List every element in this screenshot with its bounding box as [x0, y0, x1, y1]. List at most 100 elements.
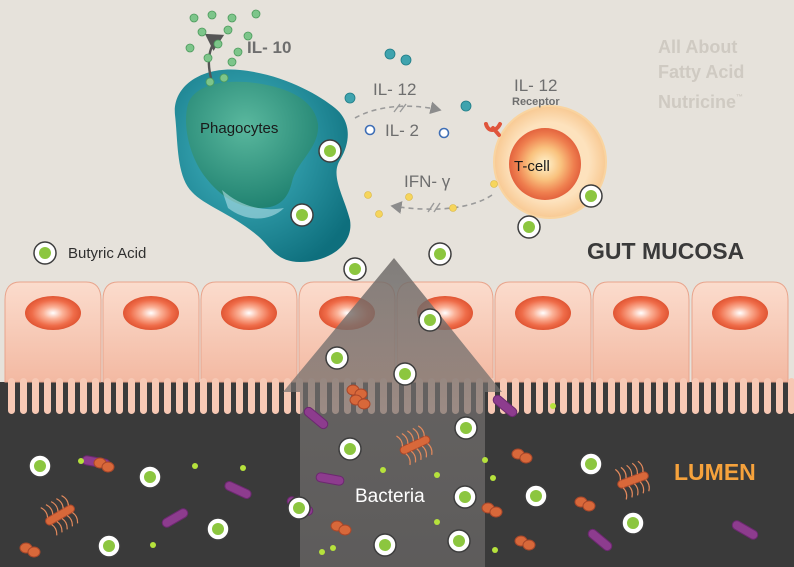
gut-mucosa-label: GUT MUCOSA [587, 238, 745, 264]
small-green-dots [78, 403, 556, 555]
epithelial-nucleus [221, 296, 277, 330]
il12-dot [460, 100, 472, 112]
watermark-line2: Fatty Acid [658, 62, 745, 82]
butyrate-particle [78, 458, 84, 464]
il12-receptor-title: IL- 12 [514, 76, 558, 95]
butyrate-particle [482, 457, 488, 463]
butyric-acid-molecule [393, 362, 417, 386]
il10-dot [223, 25, 233, 35]
il2-dot [438, 127, 450, 139]
coccus-bacterium [330, 520, 352, 536]
watermark-line1: All About [658, 37, 738, 57]
butyric-acid-molecule [325, 346, 349, 370]
butyric-acid-molecule [517, 215, 541, 239]
butyric-acid-molecule [343, 257, 367, 281]
rod-bacterium [161, 508, 189, 528]
il10-dot [203, 53, 213, 63]
il12-inhibit-mark [393, 103, 407, 113]
il12-label: IL- 12 [373, 80, 417, 99]
il10-dot [205, 77, 215, 87]
il12-dot [400, 54, 412, 66]
butyric-acid-molecule [338, 437, 362, 461]
bacteria-label: Bacteria [355, 486, 425, 507]
rod-bacterium [303, 406, 329, 430]
il10-label: IL- 10 [247, 38, 292, 57]
butyrate-particle [240, 465, 246, 471]
rod-bacterium [224, 480, 252, 500]
epithelial-cell [691, 281, 789, 383]
cytokines [185, 9, 498, 218]
ifn-gamma-label: IFN- γ [404, 172, 451, 191]
il2-dot [364, 124, 376, 136]
butyric-acid-molecule [453, 485, 477, 509]
flagellated-bacterium [614, 460, 650, 500]
epithelial-nucleus [515, 296, 571, 330]
butyric-acid-molecule [206, 517, 230, 541]
butyric-acid-molecule [621, 511, 645, 535]
coccus-bacterium [514, 535, 536, 551]
il12-dot [344, 92, 356, 104]
ifn-dot [449, 204, 457, 212]
butyric-acid-molecule [579, 184, 603, 208]
epithelial-cell [592, 281, 690, 383]
butyric-acid-molecule [447, 529, 471, 553]
butyric-acid-molecule [138, 465, 162, 489]
butyric-acid-molecule [373, 533, 397, 557]
translocation-arrow [283, 258, 502, 567]
butyrate-particle [192, 463, 198, 469]
butyrate-particle [550, 403, 556, 409]
flagellated-bacterium [396, 425, 433, 466]
coccus-bacterium [19, 542, 41, 558]
butyric-acid-molecule [428, 242, 452, 266]
il10-dot [251, 9, 261, 19]
epithelial-cell [494, 281, 592, 383]
il12-receptor-sub: Receptor [512, 96, 560, 108]
ifn-inhibit-mark [427, 202, 441, 213]
il10-dot [227, 13, 237, 23]
watermark-line3: Nutricine™ [658, 92, 744, 112]
il10-dot [227, 57, 237, 67]
butyric-acid-molecule [28, 454, 52, 478]
flagellated-bacterium [40, 495, 79, 536]
butyrate-particle [319, 549, 325, 555]
butyrate-particle [150, 542, 156, 548]
epithelial-nucleus [613, 296, 669, 330]
legend-butyric-icon [33, 241, 57, 265]
butyric-acid-molecule [97, 534, 121, 558]
il12-receptor-icon [484, 122, 502, 137]
butyrate-particle [434, 519, 440, 525]
butyric-acid-molecule [454, 416, 478, 440]
il10-dot [197, 27, 207, 37]
il10-dot [185, 43, 195, 53]
watermark: All About Fatty Acid Nutricine™ [658, 35, 744, 115]
rod-bacterium [315, 472, 345, 486]
butyrate-particle [380, 467, 386, 473]
epithelial-nucleus [123, 296, 179, 330]
legend-butyric-label: Butyric Acid [68, 245, 147, 262]
butyrate-particle [434, 472, 440, 478]
il10-dot [213, 39, 223, 49]
epithelial-cell [102, 281, 200, 383]
butyric-acid-molecule [287, 496, 311, 520]
ifn-dot [375, 210, 383, 218]
epithelial-cell [200, 281, 298, 383]
epithelial-nucleus [712, 296, 768, 330]
il2-label: IL- 2 [385, 121, 420, 140]
il10-dot [219, 73, 229, 83]
butyric-acid-molecule [579, 452, 603, 476]
t-cell [484, 105, 607, 219]
coccus-bacterium [511, 448, 533, 464]
il10-arrow [204, 33, 225, 79]
bacteria-group [19, 384, 759, 558]
il10-dot [207, 10, 217, 20]
il10-dot [243, 31, 253, 41]
il10-dot [233, 47, 243, 57]
t-cell-label: T-cell [514, 158, 550, 175]
butyric-acid-molecule [290, 203, 314, 227]
ifn-arrow [390, 194, 493, 214]
ifn-dot [490, 180, 498, 188]
rod-bacterium [492, 394, 518, 418]
butyric-acid-molecule [524, 484, 548, 508]
